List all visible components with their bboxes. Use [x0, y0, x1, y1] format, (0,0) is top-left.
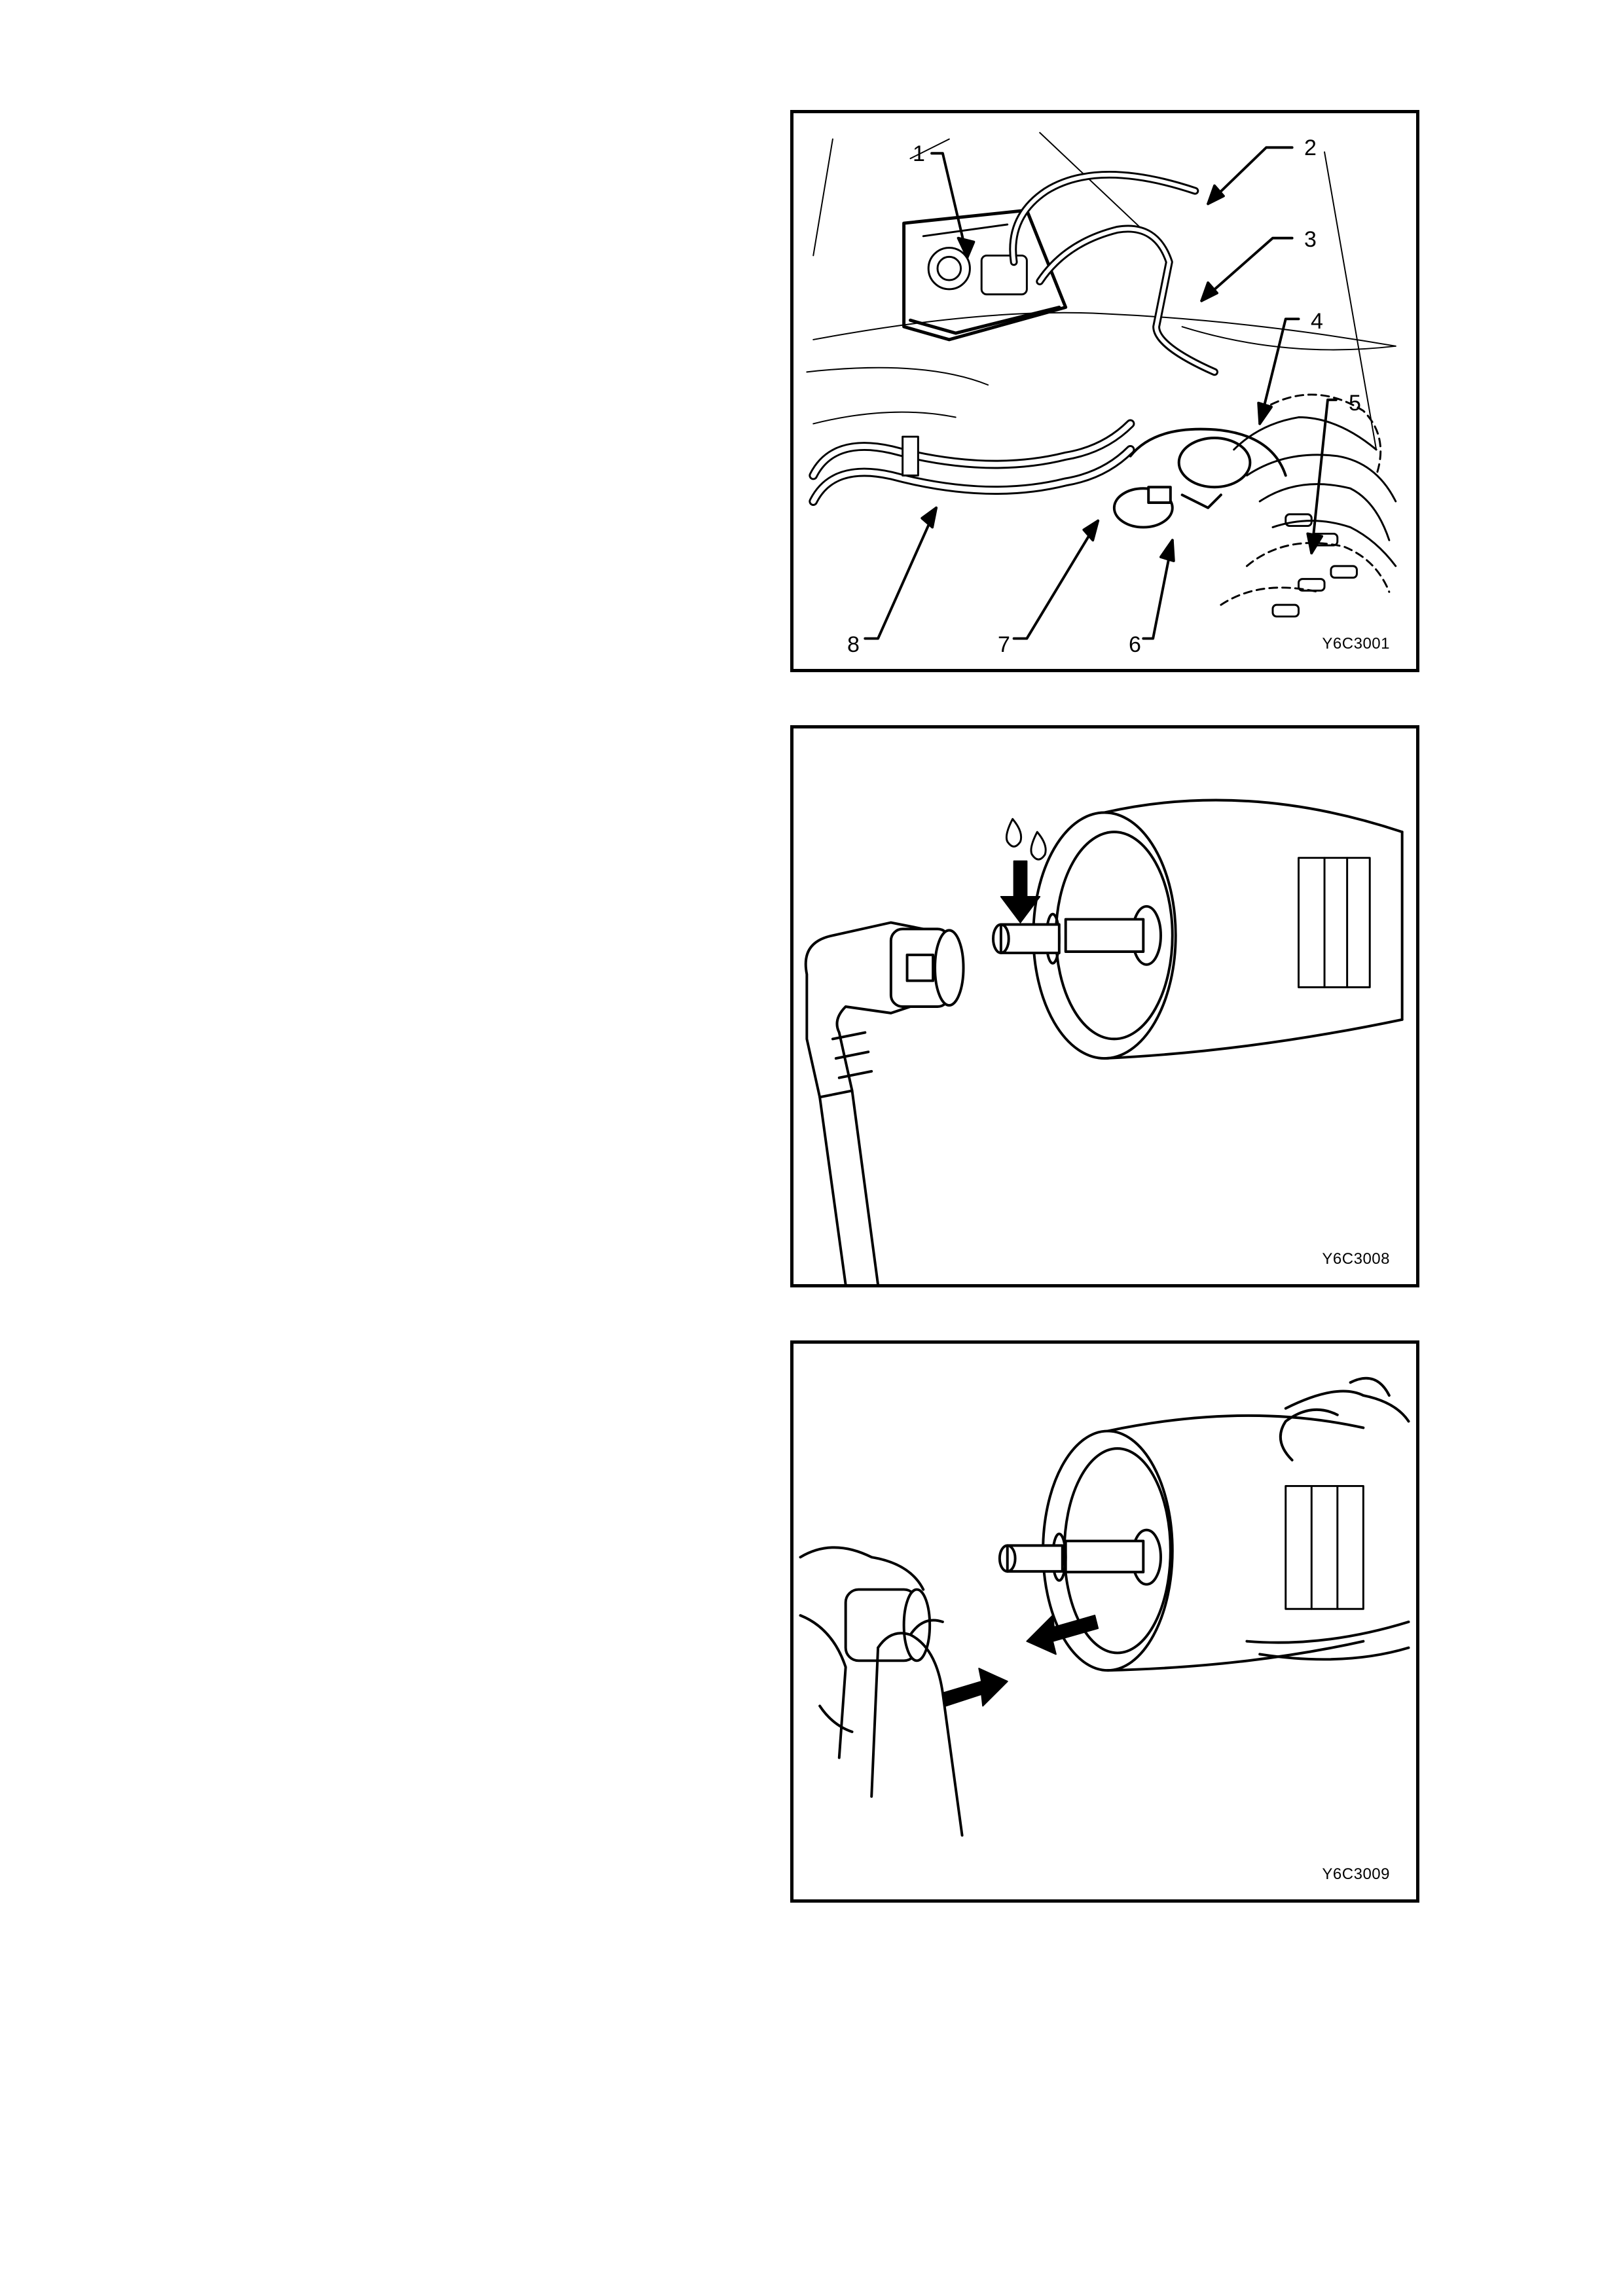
- fuel-filter-lubricate-illustration: [793, 728, 1416, 1284]
- callout-6: 6: [1129, 634, 1141, 656]
- figure-lubricate-filter-pipe: Y6C3008: [790, 725, 1419, 1287]
- fuel-system-illustration: [793, 113, 1416, 669]
- callout-8: 8: [847, 634, 860, 656]
- figure-code: Y6C3001: [1322, 635, 1390, 653]
- callout-4: 4: [1311, 310, 1323, 332]
- callout-5: 5: [1349, 392, 1361, 414]
- figure-code: Y6C3008: [1322, 1250, 1390, 1268]
- fuel-filter-connect-illustration: [793, 1344, 1416, 1899]
- figure-code: Y6C3009: [1322, 1865, 1390, 1884]
- figure-fuel-system-overview: 1 2 3 4 5 6 7 8 Y6C3001: [790, 110, 1419, 672]
- figure-connect-filter-pipe: Y6C3009: [790, 1340, 1419, 1903]
- callout-2: 2: [1304, 137, 1317, 159]
- callout-3: 3: [1304, 228, 1317, 251]
- callout-7: 7: [998, 634, 1010, 656]
- callout-1: 1: [913, 143, 925, 165]
